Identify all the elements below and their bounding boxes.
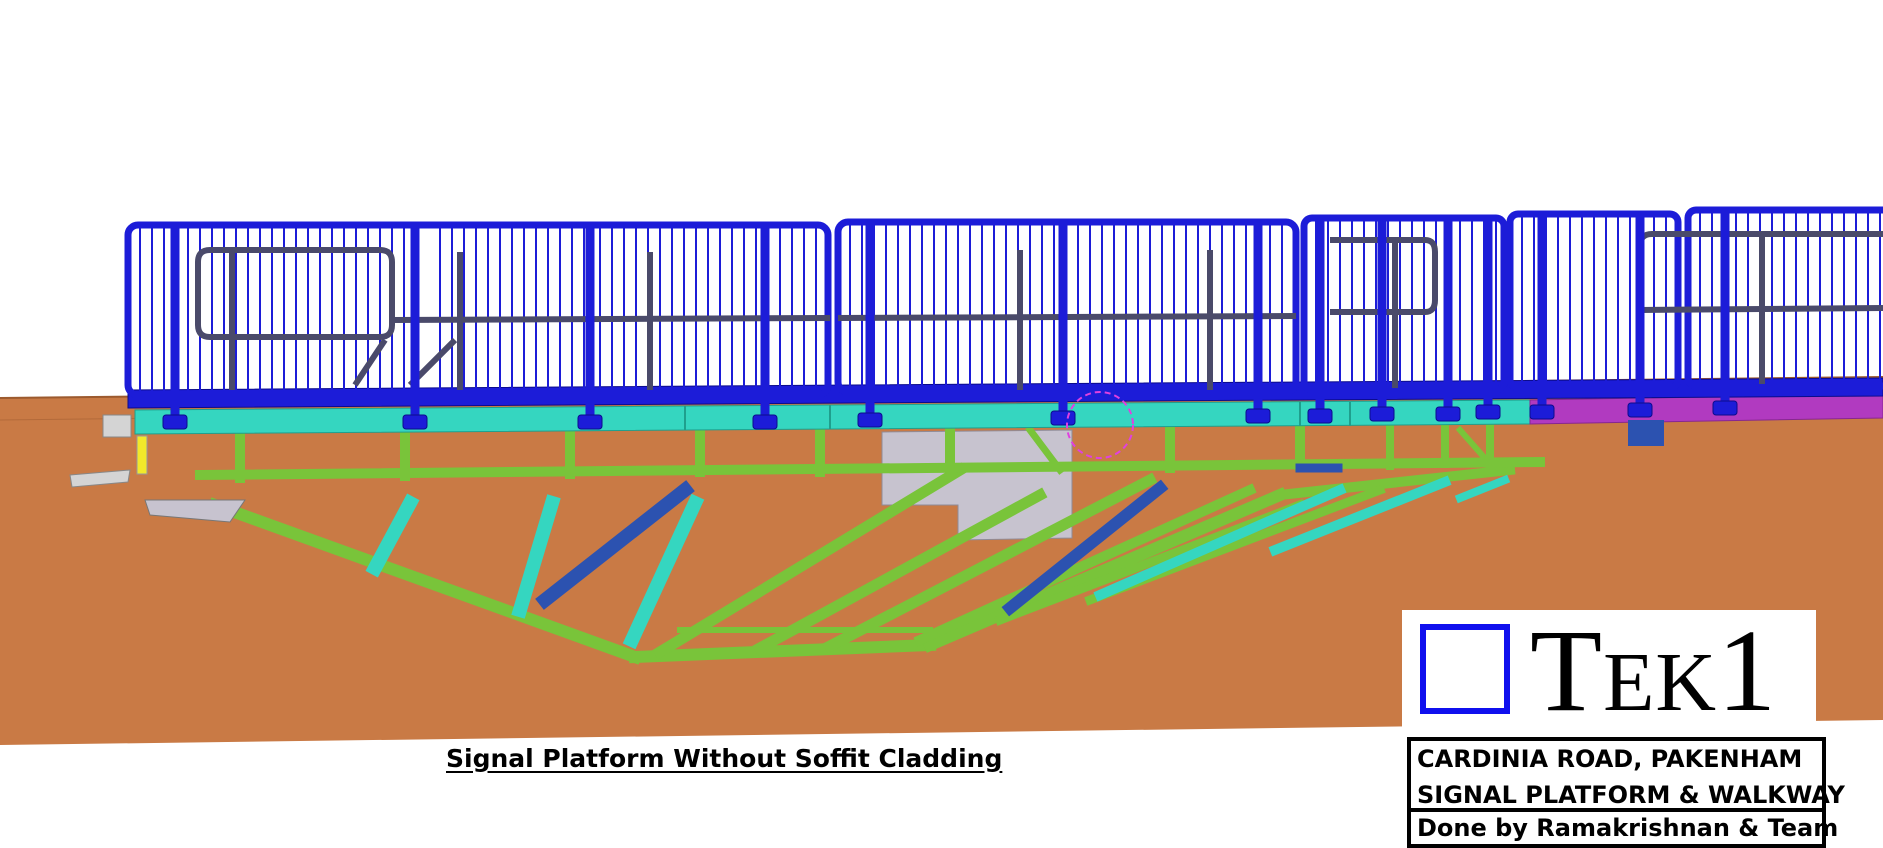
handrail-posts: [170, 210, 1730, 420]
walkway-post: [1628, 420, 1664, 446]
construction-marker: [1066, 391, 1134, 459]
project-info-box: CARDINIA ROAD, PAKENHAM SIGNAL PLATFORM …: [1407, 737, 1845, 817]
end-post: [136, 435, 148, 475]
project-location: CARDINIA ROAD, PAKENHAM: [1417, 745, 1803, 773]
logo-square-icon: [1420, 624, 1510, 714]
post-base-plates: [162, 400, 1738, 430]
truss-frame: [194, 423, 1546, 665]
diagonal-braces: [365, 474, 1511, 650]
company-logo: TEK1: [1402, 610, 1816, 732]
logo-wordmark: TEK1: [1530, 605, 1778, 736]
end-bracket: [69, 469, 131, 488]
drawing-caption: Signal Platform Without Soffit Cladding: [446, 744, 1003, 773]
project-title: SIGNAL PLATFORM & WALKWAY: [1417, 781, 1845, 809]
cross-braces: [535, 463, 1343, 617]
end-bracket: [102, 414, 132, 438]
base-plate: [144, 499, 246, 523]
credit-line: Done by Ramakrishnan & Team: [1407, 808, 1838, 848]
handrail-balusters: [139, 213, 1881, 392]
title-block: TEK1 CARDINIA ROAD, PAKENHAM SIGNAL PLAT…: [1402, 610, 1845, 848]
